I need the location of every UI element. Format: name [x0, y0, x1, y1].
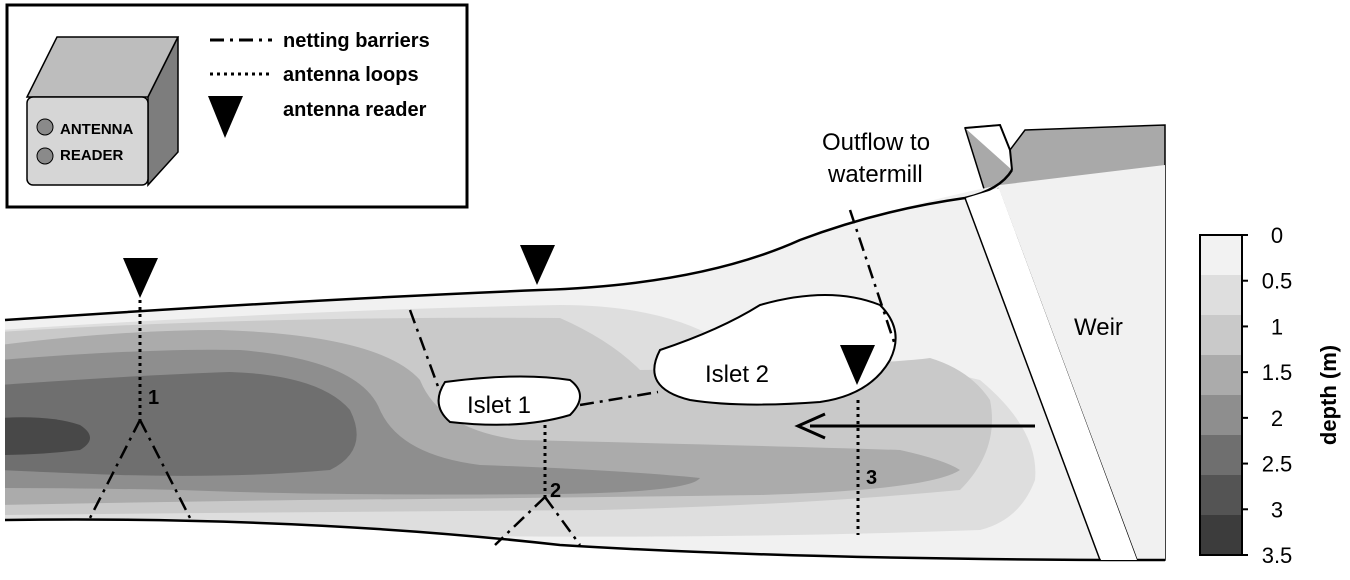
barrier-upstream-right [138, 419, 192, 519]
antenna-reader-device-icon [25, 36, 180, 187]
antenna-reader-1-icon [123, 258, 158, 298]
barrier-islet2-north [848, 209, 897, 346]
barrier-upstream-left [88, 419, 142, 519]
colorbar-swatch [1200, 395, 1242, 435]
antenna-2-label: 2 [550, 480, 561, 502]
colorbar-swatch [1200, 435, 1242, 475]
outflow-label-line2: watermill [827, 161, 923, 188]
outflow-channel-edge [964, 123, 1013, 171]
weir-crest-line-1 [964, 197, 1101, 561]
antenna-reader-3-icon [840, 345, 875, 385]
islet-2-label: Islet 2 [705, 361, 769, 388]
flow-direction-arrow [794, 412, 1035, 440]
colorbar-swatch [1200, 355, 1242, 395]
colorbar-tick-label: 2 [1271, 406, 1283, 431]
device-label-line1: ANTENNA [60, 121, 133, 138]
colorbar-swatch [1200, 315, 1242, 355]
depth-colorbar: 0 0.5 1 1.5 2 2.5 3 3.5 depth (m) [1199, 223, 1341, 568]
islet-2-shape [653, 294, 897, 406]
legend-antenna-reader-label: antenna reader [283, 99, 427, 121]
legend-antenna-loops-label: antenna loops [283, 64, 419, 86]
legend: ANTENNA READER netting barriers antenna … [5, 3, 469, 209]
legend-antenna-reader-icon [208, 96, 243, 138]
river-bank-north [4, 169, 1014, 322]
barrier-islet1-south-left [494, 496, 546, 546]
device-label-line2: READER [60, 147, 124, 164]
colorbar-title: depth (m) [1316, 345, 1341, 445]
antenna-loops [138, 300, 860, 535]
colorbar-tick-label: 3 [1271, 497, 1283, 522]
barrier-islet1-south-right [543, 496, 582, 546]
colorbar-tick-label: 2.5 [1262, 452, 1293, 477]
islet-1-label: Islet 1 [467, 392, 531, 419]
islet-1-shape [437, 375, 581, 426]
colorbar-swatch [1200, 515, 1242, 555]
antenna-reader-2-icon [520, 245, 555, 285]
weir-label: Weir [1074, 314, 1123, 341]
barrier-islet1-islet2 [579, 390, 659, 407]
outflow-label-line1: Outflow to [822, 129, 930, 156]
weir-crest-fill [966, 188, 1137, 560]
legend-netting-label: netting barriers [283, 30, 430, 52]
colorbar-tick-label: 3.5 [1262, 543, 1293, 568]
antenna-1-label: 1 [148, 387, 159, 409]
colorbar-swatch [1200, 475, 1242, 515]
colorbar-tick-label: 0.5 [1262, 269, 1293, 294]
colorbar-tick-label: 1 [1271, 314, 1283, 339]
colorbar-tick-label: 1.5 [1262, 360, 1293, 385]
colorbar-swatch [1200, 235, 1242, 275]
colorbar-tick-label: 0 [1271, 223, 1283, 248]
netting-barriers [88, 209, 897, 546]
colorbar-frame [1199, 234, 1243, 556]
colorbar-swatch [1200, 275, 1242, 315]
river-bank-south [4, 518, 1166, 562]
antenna-3-label: 3 [866, 467, 877, 489]
